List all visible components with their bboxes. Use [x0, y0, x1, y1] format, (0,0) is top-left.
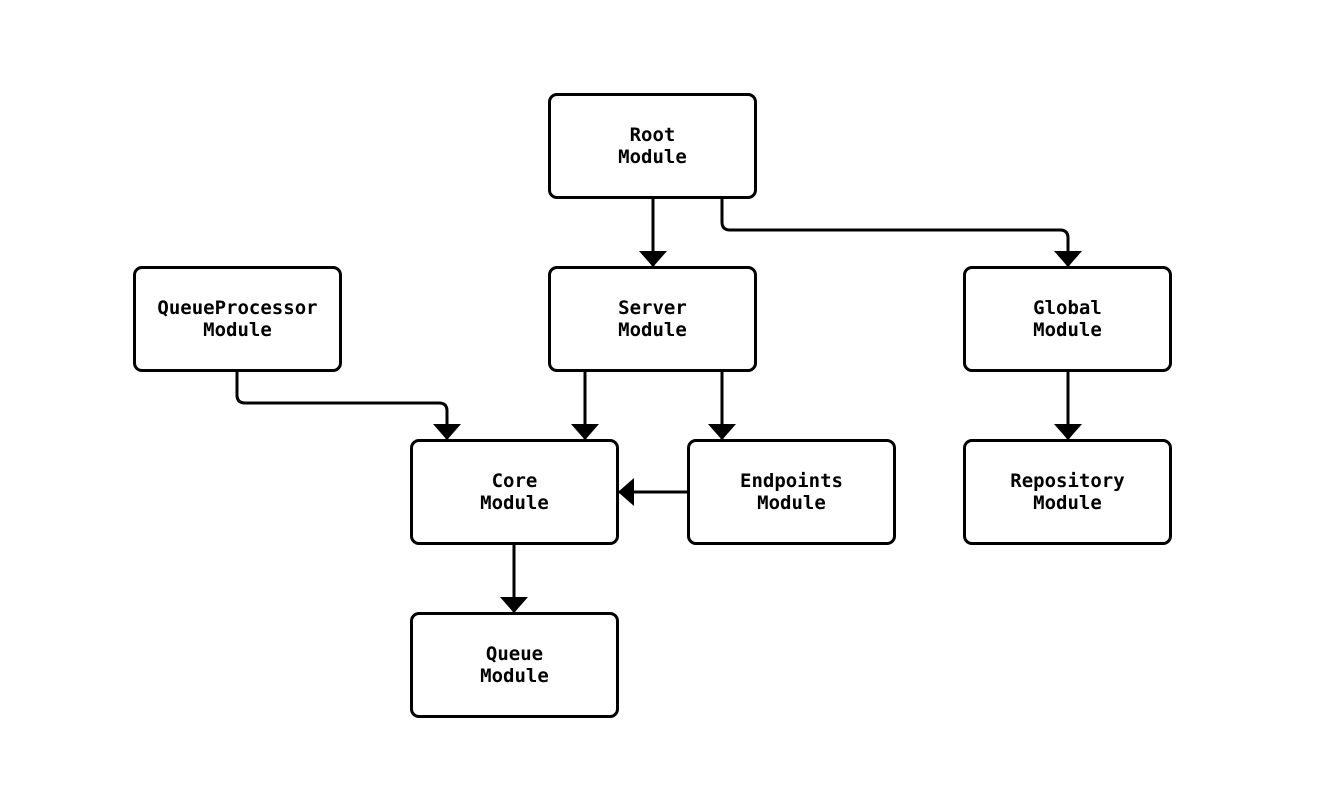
node-queue-module: Queue Module	[410, 612, 619, 718]
node-core-module-label: Core Module	[480, 470, 549, 514]
node-endpoints-module: Endpoints Module	[687, 439, 896, 545]
node-queueprocessor-module-label: QueueProcessor Module	[157, 297, 318, 341]
node-server-module: Server Module	[548, 266, 757, 372]
edge-queueprocessor-to-core	[235, 372, 461, 440]
node-repository-module-label: Repository Module	[1010, 470, 1125, 514]
node-server-module-label: Server Module	[618, 297, 687, 341]
node-root-module: Root Module	[548, 93, 757, 199]
node-global-module: Global Module	[963, 266, 1172, 372]
node-queue-module-label: Queue Module	[480, 643, 549, 687]
node-repository-module: Repository Module	[963, 439, 1172, 545]
node-root-module-label: Root Module	[618, 124, 687, 168]
node-queueprocessor-module: QueueProcessor Module	[133, 266, 342, 372]
edge-root-to-global	[720, 199, 1082, 267]
node-global-module-label: Global Module	[1033, 297, 1102, 341]
node-endpoints-module-label: Endpoints Module	[740, 470, 843, 514]
node-core-module: Core Module	[410, 439, 619, 545]
